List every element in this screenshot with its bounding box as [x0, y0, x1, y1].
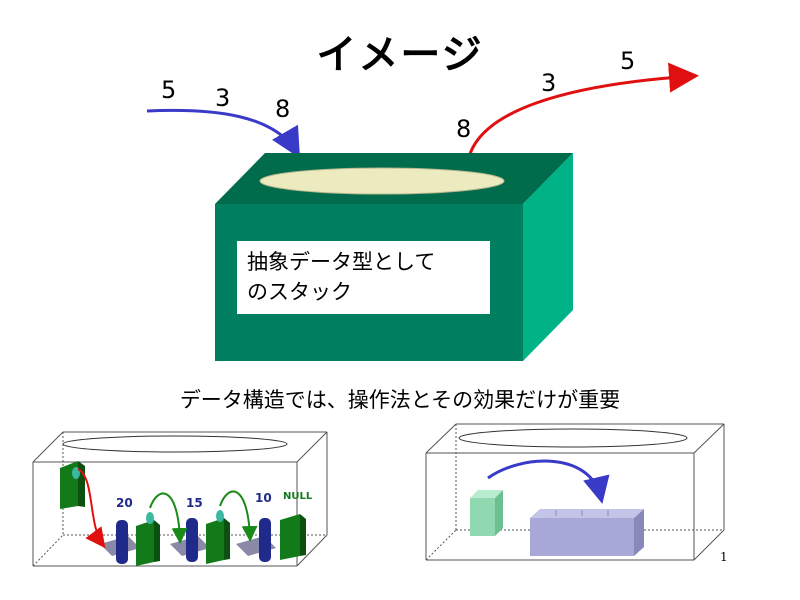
- list-value-20: 20: [116, 496, 133, 510]
- stack-box-opening: [260, 168, 504, 194]
- page-number: 1: [720, 550, 728, 564]
- lifted-list-node: [60, 461, 85, 509]
- array-block: [530, 509, 644, 556]
- list-cells: [116, 510, 306, 566]
- push-arrow: [147, 110, 297, 153]
- single-block: [470, 490, 503, 536]
- array-move-arrow: [488, 461, 601, 498]
- slide-caption: データ構造では、操作法とその効果だけが重要: [0, 384, 800, 414]
- list-null-label: NULL: [283, 491, 312, 502]
- list-value-10: 10: [255, 491, 272, 505]
- stack-label-box: 抽象データ型として のスタック: [237, 241, 490, 314]
- stack-label-text: 抽象データ型として のスタック: [247, 247, 480, 307]
- list-value-15: 15: [186, 496, 203, 510]
- pop-arrow: [470, 76, 693, 154]
